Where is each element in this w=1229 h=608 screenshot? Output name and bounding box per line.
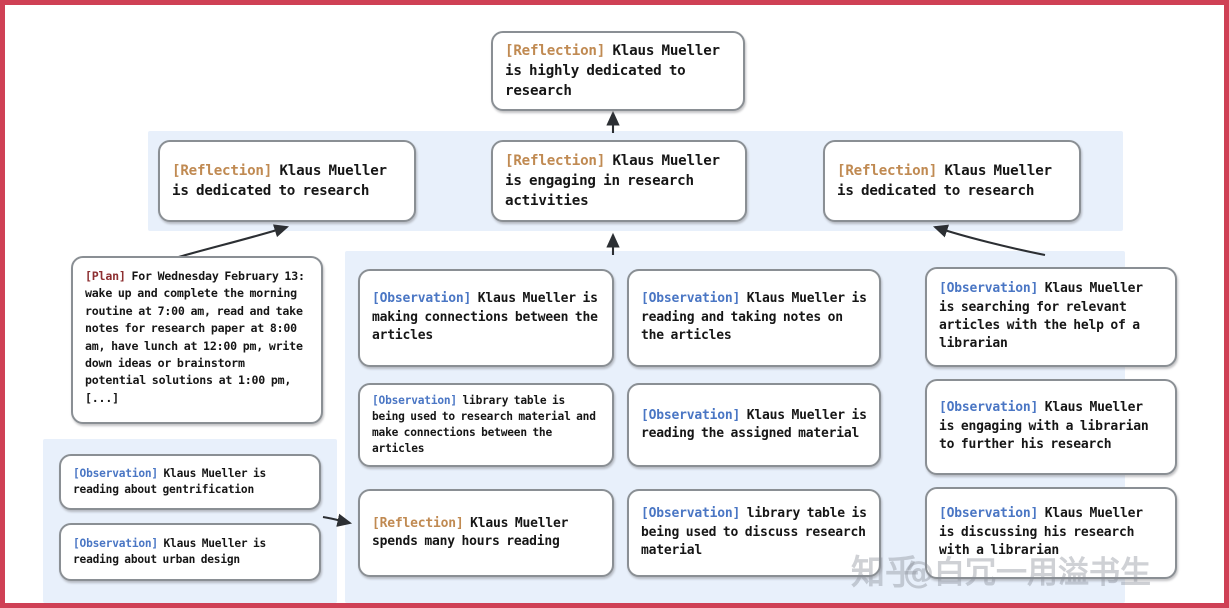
node-observation-engaging-librarian[interactable]: [Observation] Klaus Mueller is engaging …: [925, 379, 1177, 475]
node-observation-assigned-material[interactable]: [Observation] Klaus Mueller is reading t…: [627, 383, 881, 467]
node-body: Klaus Mueller is dedicated to research: [172, 162, 387, 199]
node-text: [Observation] Klaus Mueller is searching…: [939, 280, 1163, 354]
node-observation-searching-articles[interactable]: [Observation] Klaus Mueller is searching…: [925, 267, 1177, 367]
node-body: For Wednesday February 13: wake up and c…: [85, 269, 305, 405]
reflection-tag: [Reflection]: [505, 152, 606, 169]
observation-tag: [Observation]: [641, 506, 741, 522]
node-text: [Reflection] Klaus Mueller spends many h…: [372, 515, 600, 552]
node-text: [Observation] Klaus Mueller is reading t…: [641, 407, 867, 444]
node-body: Klaus Mueller is reading about gentrific…: [73, 467, 267, 496]
reflection-tag: [Reflection]: [505, 42, 606, 59]
node-observation-urban-design[interactable]: [Observation] Klaus Mueller is reading a…: [59, 523, 321, 581]
node-plan[interactable]: [Plan] For Wednesday February 13: wake u…: [71, 256, 323, 424]
node-body: Klaus Mueller is discussing his research…: [939, 506, 1143, 559]
plan-tag: [Plan]: [85, 269, 126, 283]
node-body: Klaus Mueller is engaging in research ac…: [505, 152, 720, 210]
node-observation-library-table-discuss[interactable]: [Observation] library table is being use…: [627, 489, 881, 577]
node-text: [Observation] Klaus Mueller is reading a…: [73, 466, 307, 498]
node-text: [Observation] library table is being use…: [372, 393, 600, 457]
node-text: [Reflection] Klaus Mueller is engaging i…: [505, 151, 733, 211]
node-body: Klaus Mueller is highly dedicated to res…: [505, 42, 720, 100]
node-reflection-middle[interactable]: [Reflection] Klaus Mueller is engaging i…: [491, 140, 747, 222]
node-text: [Reflection] Klaus Mueller is highly ded…: [505, 41, 731, 101]
node-body: Klaus Mueller spends many hours reading: [372, 515, 569, 549]
node-body: library table is being used to research …: [372, 394, 596, 455]
node-text: [Observation] Klaus Mueller is reading a…: [641, 290, 867, 345]
observation-tag: [Observation]: [939, 506, 1039, 522]
node-body: Klaus Mueller is engaging with a librari…: [939, 400, 1149, 453]
observation-tag: [Observation]: [939, 400, 1039, 416]
observation-tag: [Observation]: [73, 467, 158, 481]
node-body: Klaus Mueller is making connections betw…: [372, 291, 598, 344]
observation-tag: [Observation]: [372, 291, 472, 307]
node-text: [Reflection] Klaus Mueller is dedicated …: [837, 161, 1067, 201]
observation-tag: [Observation]: [641, 407, 741, 423]
node-observation-making-connections[interactable]: [Observation] Klaus Mueller is making co…: [358, 269, 614, 367]
node-body: Klaus Mueller is reading and taking note…: [641, 291, 867, 344]
node-text: [Observation] Klaus Mueller is engaging …: [939, 399, 1163, 454]
node-text: [Observation] library table is being use…: [641, 505, 867, 560]
node-body: Klaus Mueller is dedicated to research: [837, 162, 1052, 199]
reflection-tag: [Reflection]: [372, 515, 464, 531]
observation-tag: [Observation]: [73, 537, 158, 551]
observation-tag: [Observation]: [372, 394, 457, 408]
observation-tag: [Observation]: [641, 291, 741, 307]
node-top-reflection[interactable]: [Reflection] Klaus Mueller is highly ded…: [491, 31, 745, 111]
node-observation-library-table-research[interactable]: [Observation] library table is being use…: [358, 383, 614, 467]
reflection-tag: [Reflection]: [837, 162, 938, 179]
node-reflection-right[interactable]: [Reflection] Klaus Mueller is dedicated …: [823, 140, 1081, 222]
node-body: library table is being used to discuss r…: [641, 506, 867, 559]
node-text: [Observation] Klaus Mueller is reading a…: [73, 536, 307, 568]
node-text: [Plan] For Wednesday February 13: wake u…: [85, 268, 309, 407]
node-body: Klaus Mueller is searching for relevant …: [939, 281, 1143, 352]
node-observation-reading-taking-notes[interactable]: [Observation] Klaus Mueller is reading a…: [627, 269, 881, 367]
node-body: Klaus Mueller is reading about urban des…: [73, 537, 267, 566]
node-text: [Observation] Klaus Mueller is discussin…: [939, 505, 1163, 560]
node-reflection-left[interactable]: [Reflection] Klaus Mueller is dedicated …: [158, 140, 416, 222]
node-text: [Reflection] Klaus Mueller is dedicated …: [172, 161, 402, 201]
reflection-tag: [Reflection]: [172, 162, 273, 179]
node-body: Klaus Mueller is reading the assigned ma…: [641, 407, 867, 441]
observation-tag: [Observation]: [939, 281, 1039, 297]
node-observation-gentrification[interactable]: [Observation] Klaus Mueller is reading a…: [59, 454, 321, 510]
node-reflection-hours-reading[interactable]: [Reflection] Klaus Mueller spends many h…: [358, 489, 614, 577]
node-observation-discussing-research[interactable]: [Observation] Klaus Mueller is discussin…: [925, 487, 1177, 579]
node-text: [Observation] Klaus Mueller is making co…: [372, 290, 600, 345]
